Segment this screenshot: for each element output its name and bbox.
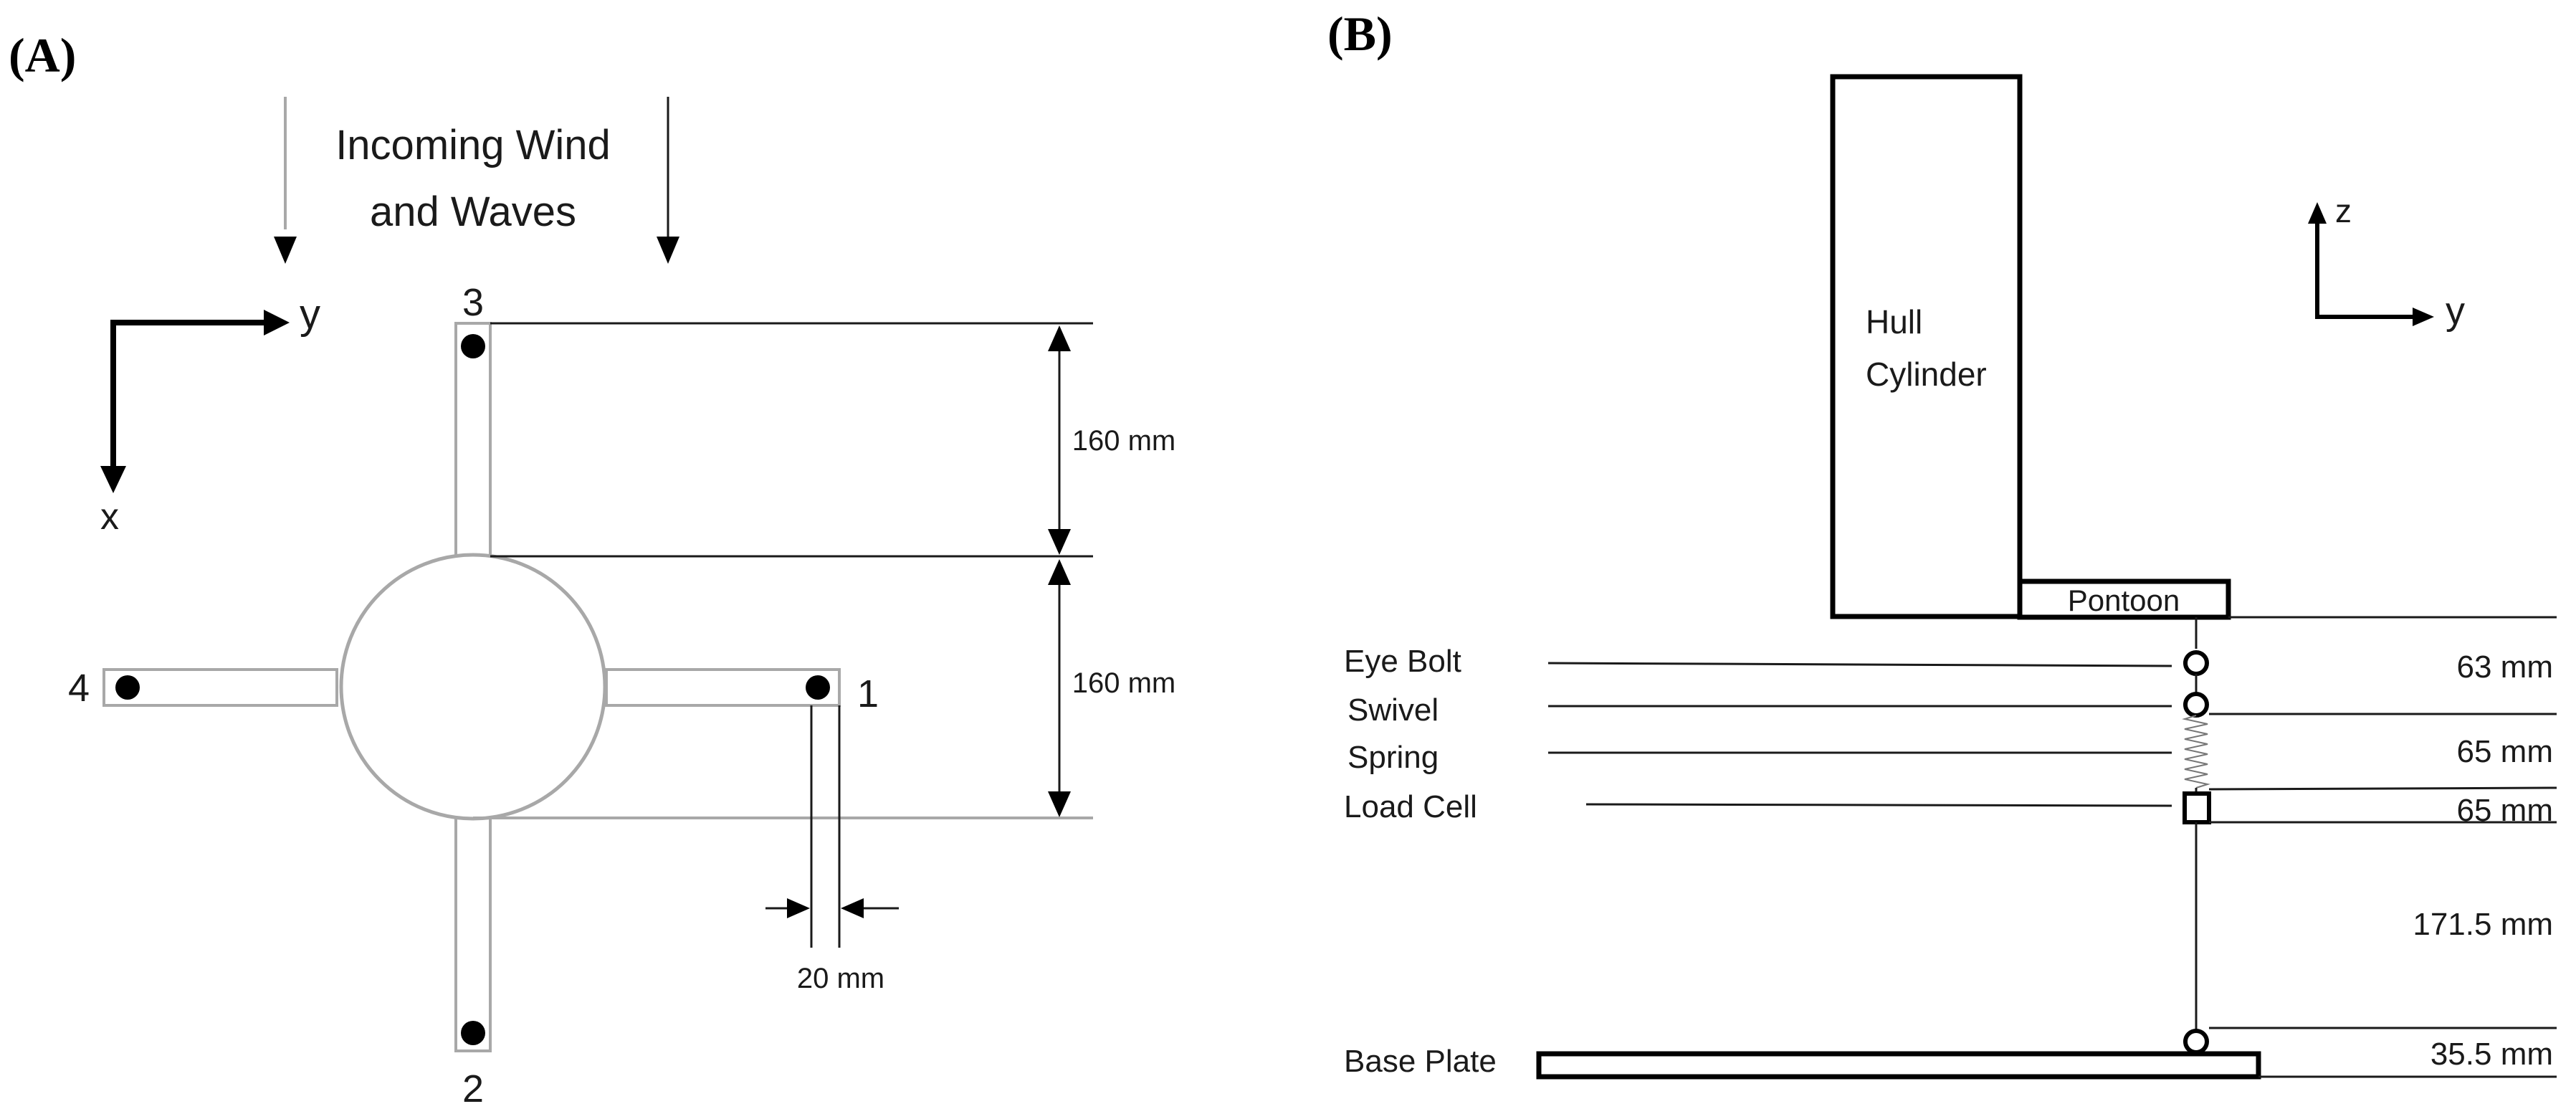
spring-coil <box>2182 715 2210 789</box>
leader-lines <box>1547 662 2172 807</box>
panel-b: (B) Hull Cylinder Pontoon z y <box>1327 6 2557 1080</box>
fairlead-2-dot <box>461 1021 485 1045</box>
dimension-lines-b <box>2208 616 2557 1078</box>
hull-label-line2: Cylinder <box>1866 356 1987 393</box>
platform-plan-view <box>102 322 841 1052</box>
fairlead-1-dot <box>806 675 830 700</box>
dim-lower-160: 160 mm <box>1072 667 1176 699</box>
panel-b-label: (B) <box>1327 6 1393 61</box>
dim-35-5mm: 35.5 mm <box>2430 1037 2553 1072</box>
column-1-label: 1 <box>857 672 879 715</box>
base-anchor-ring <box>2183 1029 2209 1055</box>
incoming-wind-arrow-right <box>657 97 679 264</box>
axis-y-label: y <box>300 291 320 338</box>
axis-z-label: z <box>2335 192 2352 229</box>
dim-63mm: 63 mm <box>2457 649 2553 685</box>
axis-x-label: x <box>100 496 119 538</box>
mooring-line-assembly <box>2182 617 2211 1055</box>
wind-label-line2: and Waves <box>370 189 576 235</box>
dim-65mm-loadcell: 65 mm <box>2457 793 2553 828</box>
incoming-wind-arrow-left <box>274 97 297 264</box>
base-plate <box>1536 1051 2261 1080</box>
load-cell-box <box>2183 791 2211 824</box>
arm-west <box>102 668 338 707</box>
axes-xy-icon <box>100 310 290 493</box>
column-3-label: 3 <box>462 281 484 324</box>
axis-y-label-b: y <box>2446 290 2465 333</box>
arm-east <box>605 668 841 707</box>
spring-label: Spring <box>1347 740 1439 775</box>
dim-65mm-spring: 65 mm <box>2457 734 2553 769</box>
dim-20mm: 20 mm <box>797 963 884 994</box>
eye-bolt-label: Eye Bolt <box>1344 644 1461 679</box>
arm-south <box>454 817 492 1052</box>
axes-zy-icon <box>2308 202 2434 326</box>
load-cell-label: Load Cell <box>1344 789 1477 824</box>
eye-bolt-ring <box>2183 650 2209 676</box>
hull-cylinder <box>1830 74 2023 619</box>
column-4-label: 4 <box>68 667 90 710</box>
central-column <box>339 553 607 821</box>
wind-label-line1: Incoming Wind <box>335 122 611 168</box>
dim-upper-160: 160 mm <box>1072 425 1176 457</box>
base-plate-label: Base Plate <box>1344 1044 1497 1079</box>
swivel-ring <box>2183 692 2209 718</box>
pontoon-label: Pontoon <box>2068 584 2180 617</box>
fairlead-4-dot <box>115 675 140 700</box>
fairlead-3-dot <box>461 334 485 358</box>
hull-label-line1: Hull <box>1866 303 1922 341</box>
panel-a-label: (A) <box>9 28 76 82</box>
dim-171-5mm: 171.5 mm <box>2413 907 2553 942</box>
swivel-label: Swivel <box>1347 692 1439 728</box>
column-2-label: 2 <box>462 1067 484 1110</box>
dimension-lines-a <box>473 322 1093 948</box>
panel-a: (A) Incoming Wind and Waves y x <box>9 28 1175 1110</box>
pontoon <box>2017 579 2231 620</box>
